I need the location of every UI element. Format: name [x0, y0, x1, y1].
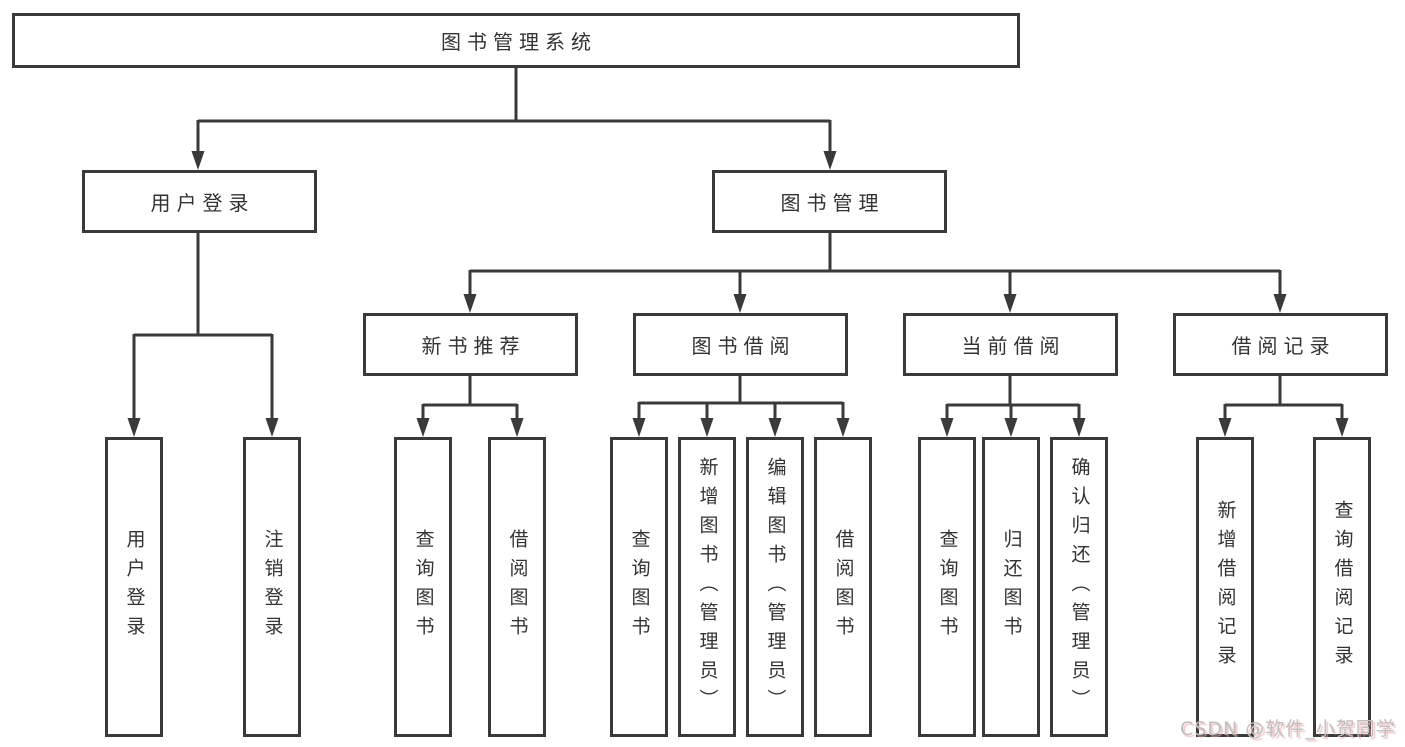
node-book-management: 图书管理	[712, 170, 947, 233]
leaf-query-books-current: 查询图书	[918, 437, 976, 737]
leaf-confirm-return-admin: 确认归还（管理员）	[1050, 437, 1108, 737]
node-borrowing-records: 借阅记录	[1173, 313, 1388, 376]
leaf-query-books-recommendation: 查询图书	[394, 437, 452, 737]
leaf-query-borrowing-record: 查询借阅记录	[1313, 437, 1371, 737]
leaf-logout-login: 注销登录	[243, 437, 301, 737]
leaf-edit-books-admin: 编辑图书（管理员）	[746, 437, 804, 737]
leaf-add-borrowing-record: 新增借阅记录	[1196, 437, 1254, 737]
node-book-borrowing: 图书借阅	[633, 313, 848, 376]
leaf-return-books: 归还图书	[982, 437, 1040, 737]
leaf-borrow-books-borrowing: 借阅图书	[814, 437, 872, 737]
node-new-book-recommendation: 新书推荐	[363, 313, 578, 376]
csdn-watermark: CSDN @软件_小贺同学	[1180, 718, 1396, 740]
leaf-borrow-books-recommendation: 借阅图书	[488, 437, 546, 737]
node-library-management-system: 图书管理系统	[12, 13, 1020, 68]
leaf-add-books-admin: 新增图书（管理员）	[678, 437, 736, 737]
leaf-query-books-borrowing: 查询图书	[610, 437, 668, 737]
node-user-login: 用户登录	[82, 170, 317, 233]
node-current-borrowing: 当前借阅	[903, 313, 1118, 376]
leaf-user-login: 用户登录	[105, 437, 163, 737]
